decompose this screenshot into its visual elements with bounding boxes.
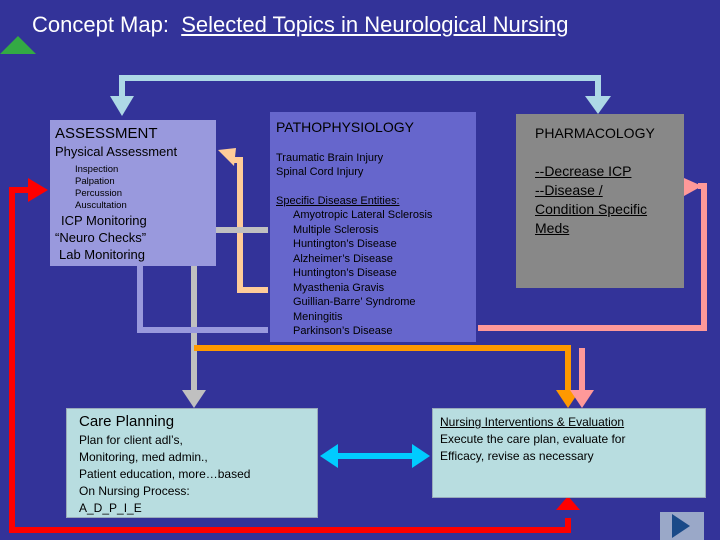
title-main: Selected Topics in Neurological Nursing <box>181 12 569 37</box>
pharm-line: Meds <box>535 220 570 236</box>
title-prefix: Concept Map: <box>32 12 169 37</box>
pharm-line: --Disease / <box>535 182 603 198</box>
care-line: A_D_P_I_E <box>79 501 142 515</box>
entity-item: Myasthenia Gravis <box>293 281 385 294</box>
nursing-line: Execute the care plan, evaluate for <box>440 432 626 446</box>
cyan-arrow-left <box>320 444 338 468</box>
nursing-interventions-box: Nursing Interventions & Evaluation Execu… <box>432 408 706 498</box>
care-line: On Nursing Process: <box>79 484 190 498</box>
care-line: Plan for client adl’s, <box>79 433 183 447</box>
play-icon <box>672 514 690 538</box>
green-nav-icon <box>0 36 36 54</box>
entities-heading: Specific Disease Entities: <box>276 195 400 207</box>
top-connector <box>119 75 601 104</box>
gray-arrow-head <box>182 390 206 408</box>
assessment-sub: Physical Assessment <box>55 144 178 159</box>
orange-connector <box>194 345 571 392</box>
assessment-heading: ASSESSMENT <box>55 125 158 142</box>
care-line: Monitoring, med admin., <box>79 450 208 464</box>
assessment-item: ICP Monitoring <box>61 213 147 228</box>
nursing-heading: Nursing Interventions & Evaluation <box>440 415 625 429</box>
care-planning-box: Care Planning Plan for client adl’s, Mon… <box>66 408 318 518</box>
nursing-line: Efficacy, revise as necessary <box>440 449 594 463</box>
entity-item: Multiple Sclerosis <box>293 223 379 236</box>
assessment-item: “Neuro Checks” <box>55 230 147 245</box>
entity-item: Huntington’s Disease <box>293 238 397 250</box>
patho-heading: PATHOPHYSIOLOGY <box>276 119 414 135</box>
assessment-box: ASSESSMENT Physical Assessment Inspectio… <box>50 120 216 266</box>
pathophysiology-box: PATHOPHYSIOLOGY Traumatic Brain Injury S… <box>270 112 476 342</box>
entity-item: Parkinson’s Disease <box>293 325 393 337</box>
technique-item: Inspection <box>75 164 119 175</box>
page-title: Concept Map: Selected Topics in Neurolog… <box>32 12 568 38</box>
next-slide-button[interactable] <box>660 512 704 540</box>
care-line: Patient education, more…based <box>79 467 251 481</box>
entity-item: Huntington’s Disease <box>293 267 397 279</box>
peach-connector <box>232 157 268 293</box>
pharmacology-box: PHARMACOLOGY --Decrease ICP --Disease / … <box>516 114 684 288</box>
entity-item: Meningitis <box>293 310 343 323</box>
peach-arrow-head <box>218 148 236 166</box>
red-connector <box>9 187 571 533</box>
entity-item: Alzheimer’s Disease <box>293 252 393 265</box>
care-heading: Care Planning <box>79 413 175 430</box>
pharm-line: Condition Specific <box>535 201 648 217</box>
pink-arrow-head <box>684 178 702 196</box>
arrow-down-assessment <box>110 96 134 116</box>
pink-nursing-head <box>570 390 594 408</box>
injury-item: Traumatic Brain Injury <box>276 152 384 164</box>
entity-item: Guillian-Barre’ Syndrome <box>293 296 416 308</box>
red-arrow-head <box>28 178 48 202</box>
assessment-item: Lab Monitoring <box>59 247 145 262</box>
entity-item: Amyotropic Lateral Sclerosis <box>293 209 433 221</box>
cyan-arrow-right <box>412 444 430 468</box>
red-arrow-up <box>556 496 580 510</box>
assessment-loop <box>137 266 268 333</box>
injury-item: Spinal Cord Injury <box>276 166 364 178</box>
technique-item: Auscultation <box>75 200 127 211</box>
pharm-line: --Decrease ICP <box>535 163 632 179</box>
arrow-down-pharmacology <box>585 96 611 114</box>
pharm-heading: PHARMACOLOGY <box>535 125 655 141</box>
technique-item: Palpation <box>75 176 115 187</box>
technique-item: Percussion <box>75 188 122 199</box>
